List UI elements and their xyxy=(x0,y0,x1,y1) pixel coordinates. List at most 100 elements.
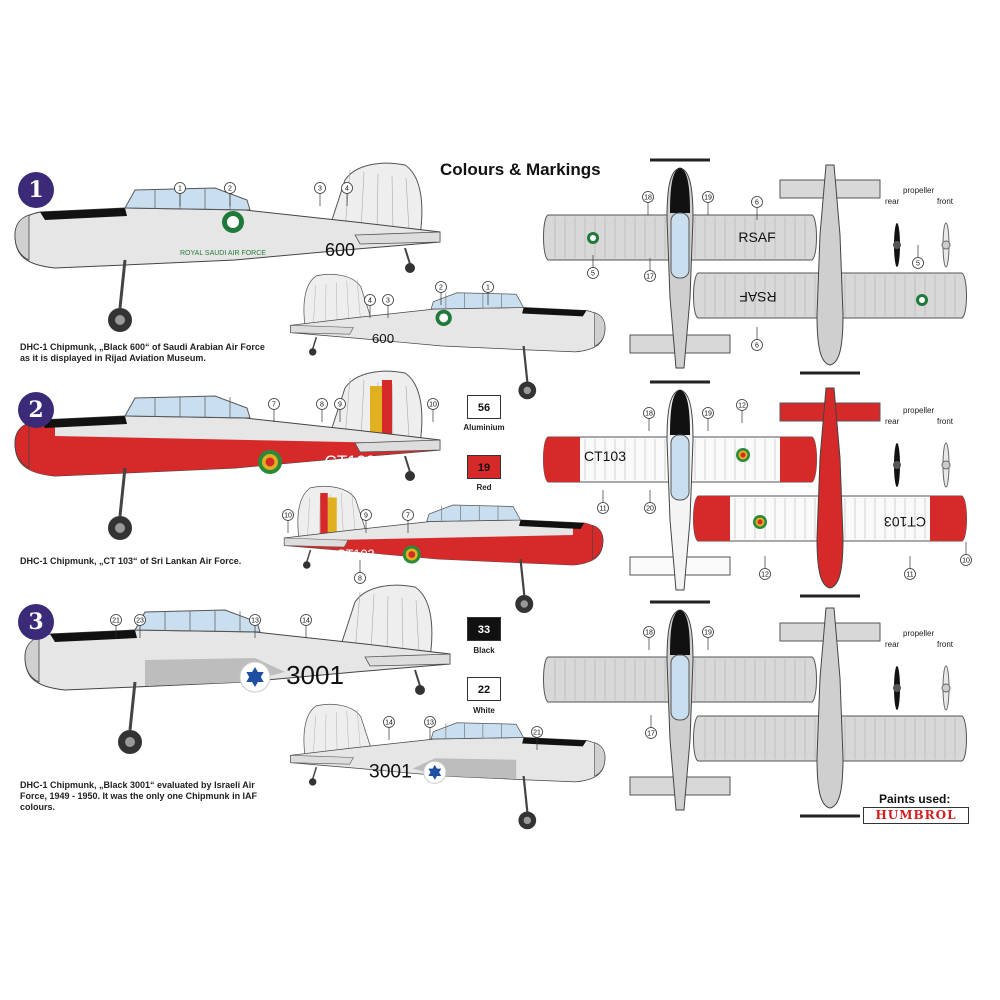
callout-number: 9 xyxy=(364,513,368,520)
tail-gear-leg xyxy=(311,766,318,780)
callout-marker xyxy=(960,554,972,566)
fin-rib xyxy=(325,713,327,754)
propeller-hub xyxy=(893,684,901,692)
fin-rib xyxy=(401,597,404,653)
callout-number: 5 xyxy=(591,271,595,278)
callout-number: 4 xyxy=(368,298,372,305)
propeller-hub xyxy=(893,461,901,469)
callout-marker xyxy=(360,509,372,521)
main-wheel-hub xyxy=(115,523,125,533)
callout-marker xyxy=(702,407,714,419)
callout-number: 14 xyxy=(385,720,393,727)
callout-number: 12 xyxy=(761,572,769,579)
fuselage xyxy=(816,387,844,589)
profile-number-1: 1 xyxy=(18,172,54,208)
wing-tip-red xyxy=(693,496,730,541)
callout-number: 10 xyxy=(429,402,437,409)
wing-tip-red xyxy=(780,437,817,482)
fin-rib xyxy=(336,712,338,754)
propeller-hub xyxy=(941,240,951,250)
propeller-front-label: front xyxy=(937,197,954,206)
spinner xyxy=(14,422,30,469)
propeller-rear-label: rear xyxy=(885,197,900,206)
anti-glare-panel xyxy=(670,610,690,655)
propeller-title: propeller xyxy=(903,186,935,195)
callout-marker xyxy=(382,294,394,306)
caption-line: DHC-1 Chipmunk, „Black 3001“ evaluated b… xyxy=(20,780,255,790)
callout-marker xyxy=(912,257,924,269)
caption-line: as it is displayed in Rijad Aviation Mus… xyxy=(20,353,206,363)
callout-marker xyxy=(300,614,312,626)
fuselage xyxy=(816,607,844,809)
roundel-center xyxy=(227,216,239,228)
tail-fin xyxy=(329,162,423,237)
roundel-center xyxy=(757,519,763,525)
callout-marker xyxy=(383,716,395,728)
aircraft-code: CT103 xyxy=(324,452,375,471)
aircraft-code: 600 xyxy=(372,331,394,346)
fin-rib xyxy=(325,283,327,324)
callout-number: 20 xyxy=(646,506,654,513)
main-gear-leg xyxy=(118,467,127,517)
tail-wheel xyxy=(309,778,317,786)
profile-number-2: 2 xyxy=(18,392,54,428)
canopy xyxy=(670,212,690,279)
star-of-david-icon xyxy=(246,672,264,687)
callout-marker xyxy=(316,398,328,410)
paint-name-white: White xyxy=(473,706,495,715)
canopy xyxy=(670,434,690,501)
fin-rib xyxy=(319,495,321,537)
callout-marker xyxy=(597,502,609,514)
callout-marker xyxy=(751,339,763,351)
tail-wheel xyxy=(415,685,425,695)
profile-3-caption: DHC-1 Chipmunk, „Black 3001“ evaluated b… xyxy=(20,780,257,813)
paint-chip-33: 33 xyxy=(467,617,501,641)
profile-1-caption: DHC-1 Chipmunk, „Black 600“ of Saudi Ara… xyxy=(20,342,265,364)
side-view-aircraft xyxy=(290,273,606,400)
propeller-title: propeller xyxy=(903,629,935,638)
callout-marker xyxy=(268,398,280,410)
fin-rib xyxy=(360,171,365,231)
fin-flash-yellow xyxy=(327,497,337,537)
fuselage xyxy=(816,164,844,366)
fin-flash-red xyxy=(320,493,328,538)
canopy xyxy=(134,609,261,633)
anti-glare-panel xyxy=(522,307,587,317)
canopy xyxy=(124,395,251,419)
side-view-aircraft xyxy=(14,162,441,332)
spinner xyxy=(24,636,40,683)
callout-number: 10 xyxy=(284,513,292,520)
callout-marker xyxy=(531,726,543,738)
fin-flash-yellow xyxy=(370,386,382,438)
fin-rib xyxy=(356,279,362,324)
callout-number: 2 xyxy=(228,186,232,193)
propeller-rear-label: rear xyxy=(885,640,900,649)
fin-rib xyxy=(336,282,338,324)
callout-marker xyxy=(427,398,439,410)
paint-name-aluminium: Aluminium xyxy=(463,423,505,432)
anti-glare-panel xyxy=(519,520,585,529)
callout-marker xyxy=(110,614,122,626)
bottom-view-aircraft xyxy=(693,164,967,375)
callout-marker xyxy=(587,267,599,279)
roundel-center xyxy=(408,551,416,558)
callout-marker xyxy=(642,191,654,203)
callout-marker xyxy=(482,281,494,293)
tailplane xyxy=(364,653,451,667)
callout-marker xyxy=(702,626,714,638)
canopy xyxy=(430,722,525,740)
wing-tip-red xyxy=(930,496,967,541)
callout-marker xyxy=(751,196,763,208)
fin-rib xyxy=(313,285,316,324)
callout-number: 1 xyxy=(486,285,490,292)
caption-line: Force, 1949 - 1950. It was the only one … xyxy=(20,791,258,801)
fin-rib xyxy=(344,169,351,231)
caption-line: DHC-1 Chipmunk, „CT 103“ of Sri Lankan A… xyxy=(20,556,242,566)
callout-number: 19 xyxy=(704,195,712,202)
roundel-center xyxy=(740,452,746,458)
callout-number: 13 xyxy=(251,618,259,625)
callout-number: 8 xyxy=(358,576,362,583)
roundel-center xyxy=(590,235,596,241)
tail-gear-leg xyxy=(404,455,411,473)
callout-number: 11 xyxy=(599,506,606,513)
